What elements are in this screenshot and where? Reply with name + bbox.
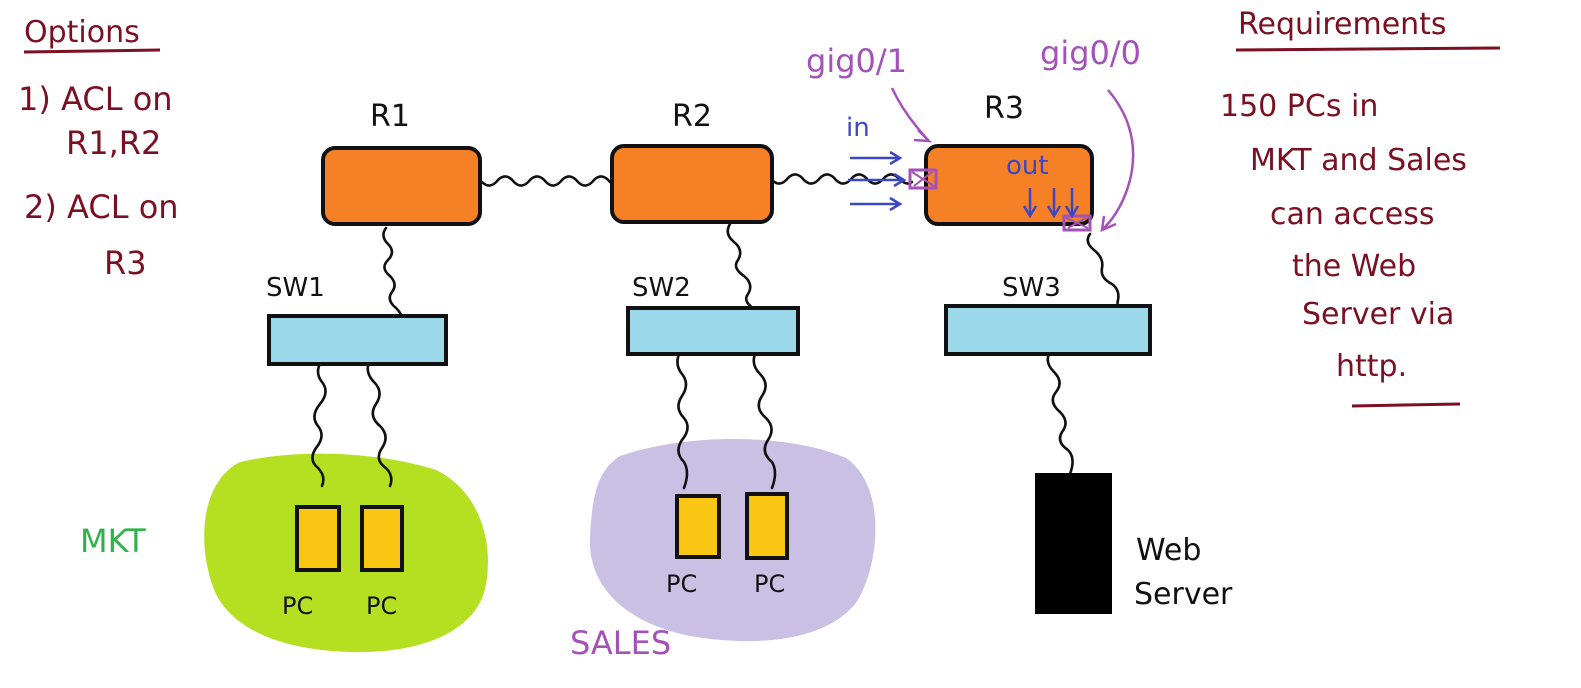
switch-sw3[interactable] (944, 304, 1152, 356)
gig00-arrow (1103, 89, 1135, 229)
router-r2-label: R2 (672, 99, 712, 134)
link-sw2-pc2 (752, 350, 777, 490)
router-r3[interactable] (924, 144, 1094, 226)
requirements-http-underline (1351, 402, 1461, 408)
link-r2-r3 (770, 173, 914, 185)
gig00-port-hatch (1065, 217, 1089, 229)
link-sw3-server (1046, 350, 1074, 476)
link-r1-sw1 (382, 226, 406, 328)
gig01-port-mark (908, 168, 938, 190)
link-sw1-pc1 (311, 358, 327, 488)
gig01-arrowhead (913, 129, 933, 143)
router-r3-label: R3 (984, 91, 1024, 126)
sales-group-label: SALES (570, 624, 671, 662)
gig01-label: gig0/1 (806, 42, 907, 80)
switch-sw1-label: SW1 (266, 273, 325, 303)
web-server-label-line1: Web (1136, 533, 1201, 568)
web-server[interactable] (1035, 473, 1112, 614)
pc-sales-2-label: PC (754, 570, 785, 598)
inbound-arrows-icon (848, 150, 907, 212)
options-underline (23, 48, 161, 54)
web-server-label-line2: Server (1134, 577, 1233, 612)
gig01-arrow (890, 87, 929, 141)
pc-sales-1-label: PC (666, 570, 697, 598)
gig01-port-hatch (911, 171, 935, 187)
requirements-block: Requirements 150 PCs in MKT and Sales ca… (1220, 7, 1501, 408)
router-r1-label: R1 (370, 99, 410, 134)
switch-sw2-label: SW2 (632, 273, 691, 303)
gig00-arrowhead (1100, 215, 1117, 233)
requirements-title: Requirements (1238, 7, 1447, 42)
requirements-line-6: http. (1336, 349, 1407, 384)
requirements-line-5: Server via (1302, 297, 1454, 332)
option-1-line1: 1) ACL on (18, 80, 173, 118)
link-sw2-pc1 (676, 350, 689, 490)
gig00-port-mark (1062, 214, 1092, 232)
switch-sw2[interactable] (626, 306, 800, 356)
router-r2[interactable] (610, 144, 774, 224)
out-label: out (1006, 151, 1049, 181)
requirements-underline (1235, 46, 1501, 52)
pc-mkt-2[interactable] (360, 505, 404, 572)
outbound-arrows-icon (1022, 188, 1080, 219)
requirements-line-1: 150 PCs in (1220, 89, 1378, 124)
mkt-blob (204, 453, 488, 653)
switch-sw3-label: SW3 (1002, 273, 1061, 303)
in-label: in (846, 113, 870, 143)
pc-sales-1[interactable] (675, 494, 721, 559)
option-1-line2: R1,R2 (66, 124, 161, 162)
switch-sw1[interactable] (267, 314, 448, 366)
pc-sales-2[interactable] (745, 492, 789, 560)
pc-mkt-1-label: PC (282, 592, 313, 620)
sales-blob (589, 438, 876, 642)
options-title: Options (24, 15, 140, 50)
options-block: Options 1) ACL on R1,R2 2) ACL on R3 (18, 15, 179, 282)
option-2-line1: 2) ACL on (24, 188, 179, 226)
pc-mkt-1[interactable] (295, 505, 341, 572)
gig00-label: gig0/0 (1040, 34, 1141, 72)
link-sw1-pc2 (366, 358, 393, 488)
router-r1[interactable] (321, 146, 482, 226)
requirements-line-4: the Web (1292, 249, 1416, 284)
option-2-line2: R3 (104, 244, 147, 282)
pc-mkt-2-label: PC (366, 592, 397, 620)
mkt-group-label: MKT (80, 522, 146, 560)
link-r3-sw3 (1086, 232, 1124, 320)
requirements-line-2: MKT and Sales (1250, 143, 1467, 178)
requirements-line-3: can access (1270, 197, 1435, 232)
